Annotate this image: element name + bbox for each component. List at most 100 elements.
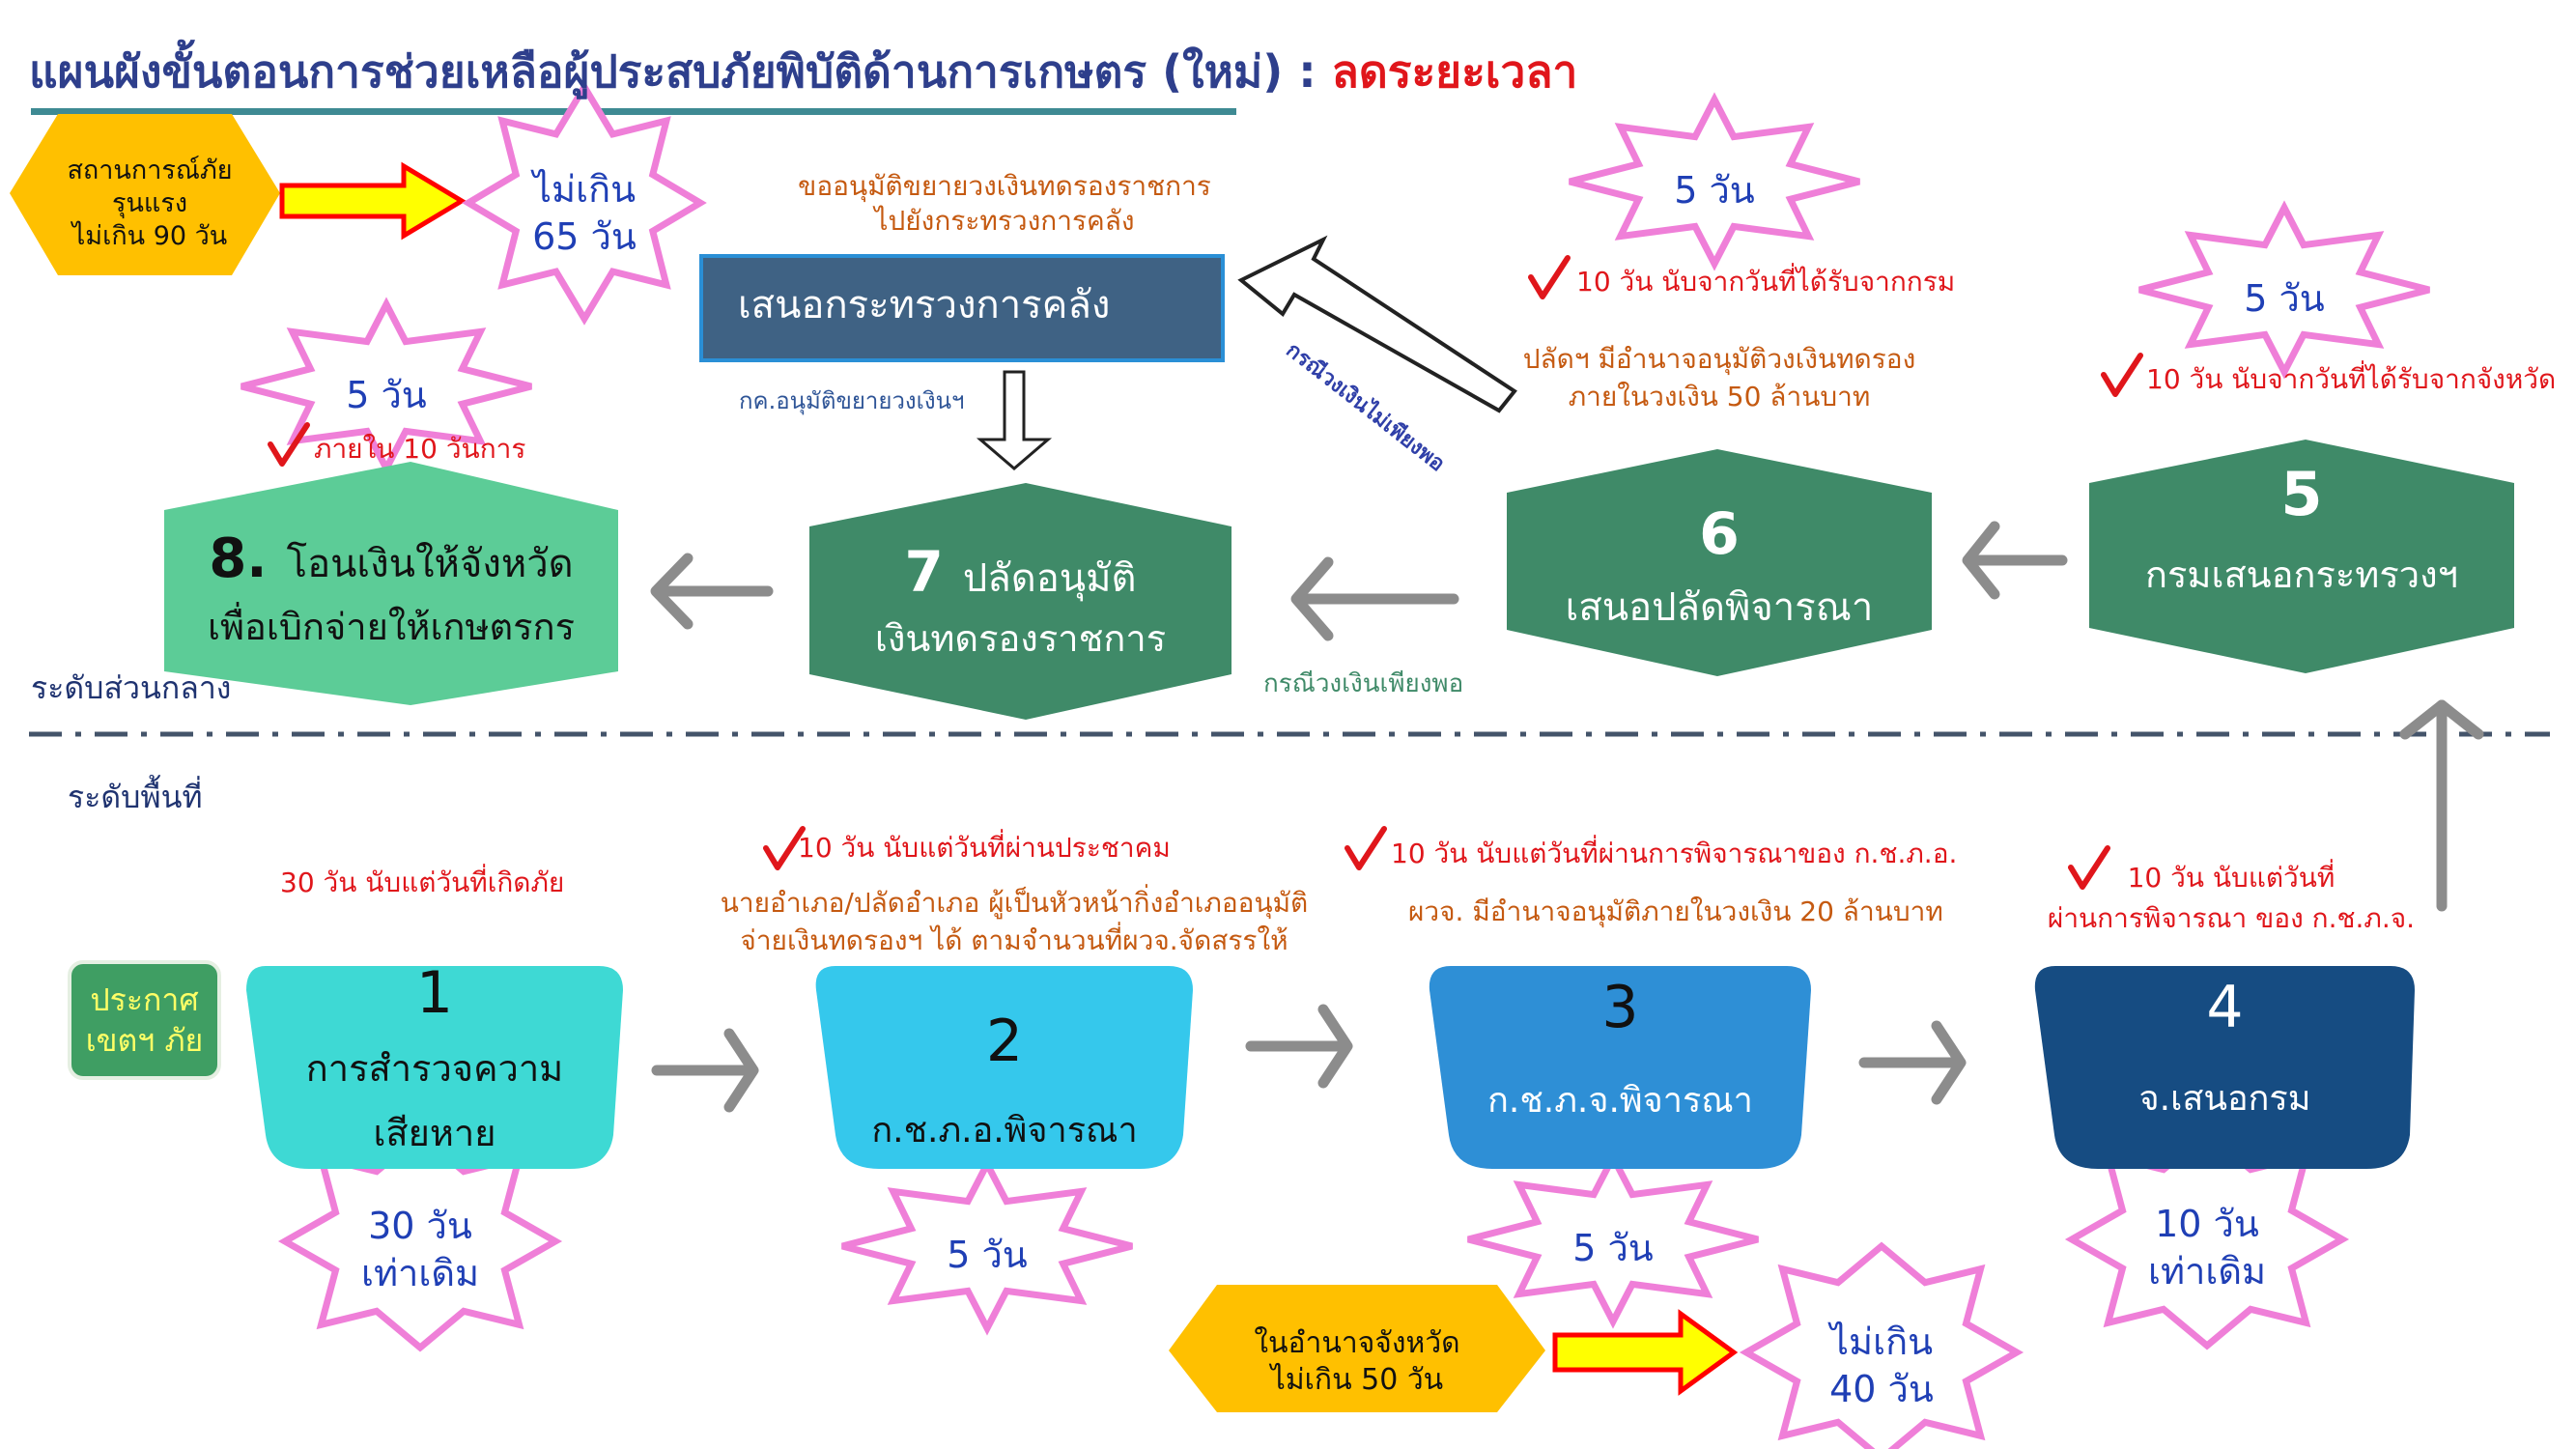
star-step1-line1: 30 วัน (368, 1205, 472, 1247)
step5-box[interactable]: 5 กรมเสนอกระทรวงฯ (2089, 459, 2514, 604)
step4-timing-line2: ผ่านการพิจารณา ของ ก.ช.ภ.จ. (2047, 902, 2416, 934)
announce-badge-line2: เขตฯ ภัย (85, 1021, 204, 1059)
check-icon (1345, 826, 1387, 870)
step6-line1: เสนอปลัดพิจารณา (1565, 585, 1874, 630)
star-step6-text: 5 วัน (1674, 169, 1755, 212)
step5-shape (2089, 440, 2514, 673)
star-step8 (241, 297, 532, 476)
star-65-line1: ไม่เกิน (532, 168, 637, 211)
step1-shape (246, 966, 623, 1169)
step3-shape (1429, 966, 1811, 1169)
arrow-step4-step5-head (2399, 699, 2484, 740)
step8-box[interactable]: 8. โอนเงินให้จังหวัด เพื่อเบิกจ่ายให้เกษต… (164, 526, 618, 656)
step8-title: 8. โอนเงินให้จังหวัด (164, 526, 618, 591)
star-step1-line2: เท่าเดิม (360, 1252, 480, 1295)
severe-badge-shape (10, 114, 280, 275)
star-step5 (2138, 200, 2430, 380)
step4-timing-note: 10 วัน นับแต่วันที่ ผ่านการพิจารณา ของ ก… (2019, 858, 2444, 939)
step8-line2: เพื่อเบิกจ่ายให้เกษตรกร (208, 606, 575, 649)
step1-number: 1 (415, 959, 454, 1027)
step3-number: 3 (1601, 974, 1639, 1041)
step8-timing-note: ภายใน 10 วันการ (314, 433, 526, 465)
star-40-days (1739, 1241, 2024, 1449)
step4-box[interactable]: 4 จ.เสนอกรม (2035, 976, 2415, 1125)
province-badge-line2: ไม่เกิน 50 วัน (1270, 1362, 1444, 1397)
announce-badge-line1: ประกาศ (90, 981, 199, 1018)
step4-timing-line1: 10 วัน นับแต่วันที่ (2127, 862, 2335, 894)
step1-box[interactable]: 1 การสำรวจความ เสียหาย (246, 961, 623, 1162)
step5-line1: กรมเสนอกระทรวงฯ (2145, 554, 2458, 597)
arrow-step5-step6-head (1962, 521, 2000, 600)
arrow-step2-step3-head (1317, 1004, 1353, 1089)
step2-shape (815, 966, 1193, 1169)
step4-number: 4 (2206, 974, 2244, 1041)
province-badge-line1: ในอำนาจจังหวัด (1254, 1326, 1460, 1360)
arrow-step1-step2-head (723, 1028, 759, 1113)
step8-number: 8. (209, 527, 268, 590)
announce-badge[interactable]: ประกาศ เขตฯ ภัย (70, 980, 219, 1061)
step8-line1: โอนเงินให้จังหวัด (286, 542, 574, 586)
step2-authority-line1: นายอำเภอ/ปลัดอำเภอ ผู้เป็นหัวหน้ากิ่งอำเ… (720, 887, 1309, 919)
severe-badge: สถานการณ์ภัย รุนแรง ไม่เกิน 90 วัน (39, 155, 261, 252)
extend-note-line1: ขออนุมัติขยายวงเงินทดรองราชการ (798, 170, 1211, 202)
finance-box-shape (699, 254, 1225, 362)
step5-timing-note: 10 วัน นับจากวันที่ได้รับจากจังหวัด (2146, 363, 2557, 395)
step6-authority-line2: ภายในวงเงิน 50 ล้านบาท (1568, 381, 1871, 413)
step3-timing-note: 10 วัน นับแต่วันที่ผ่านการพิจารณาของ ก.ช… (1391, 838, 1958, 869)
check-icon (2068, 845, 2110, 890)
finance-box-label: เสนอกระทรวงการคลัง (738, 283, 1111, 327)
province-badge: ในอำนาจจังหวัด ไม่เกิน 50 วัน (1198, 1325, 1516, 1398)
star-step4-text: 10 วัน เท่าเดิม (2110, 1201, 2304, 1296)
step2-box[interactable]: 2 ก.ช.ภ.อ.พิจารณา (816, 1009, 1193, 1157)
star-65-text: ไม่เกิน 65 วัน (488, 166, 681, 262)
severe-badge-line2: รุนแรง (111, 187, 188, 218)
star-65-days (462, 80, 707, 326)
check-icon (763, 826, 806, 870)
step6-authority-note: ปลัดฯ มีอำนาจอนุมัติวงเงินทดรอง ภายในวงเ… (1507, 340, 1932, 415)
step7-shape (809, 483, 1231, 720)
page-title-highlight: ลดระยะเวลา (1331, 45, 1578, 98)
star-step4-line1: 10 วัน (2155, 1203, 2259, 1245)
star-step2 (841, 1156, 1133, 1336)
step7-number: 7 (904, 539, 944, 605)
star-step5-text: 5 วัน (2244, 277, 2325, 320)
check-icon (268, 422, 310, 467)
arrow-step7-step8-head (650, 553, 694, 630)
star-step4-line2: เท่าเดิม (2147, 1250, 2267, 1293)
check-icon (1528, 255, 1571, 299)
step2-number: 2 (985, 1008, 1024, 1075)
star-step1-text: 30 วัน เท่าเดิม (324, 1203, 517, 1298)
step7-line2: เงินทดรองราชการ (874, 616, 1167, 660)
step2-authority-note: นายอำเภอ/ปลัดอำเภอ ผู้เป็นหัวหน้ากิ่งอำเ… (676, 884, 1352, 959)
level-central-label: ระดับส่วนกลาง (31, 669, 232, 706)
step3-box[interactable]: 3 ก.ช.ภ.จ.พิจารณา (1430, 976, 1811, 1127)
star-step3 (1467, 1150, 1759, 1329)
step6-timing-note: 10 วัน นับจากวันที่ได้รับจากกรม (1576, 266, 1956, 298)
check-icon (2101, 353, 2143, 397)
step6-number: 6 (1699, 500, 1740, 568)
star-step8-text: 5 วัน (346, 374, 427, 416)
extend-note-line2: ไปยังกระทรวงการคลัง (874, 205, 1135, 238)
star-step2-text: 5 วัน (947, 1234, 1028, 1276)
step1-line2: เสียหาย (373, 1112, 496, 1154)
severe-badge-line3: ไม่เกิน 90 วัน (71, 220, 228, 251)
arrow-step3-step4-head (1931, 1020, 1967, 1105)
step5-number: 5 (2280, 459, 2323, 529)
star-step6 (1569, 92, 1860, 271)
step4-line1: จ.เสนอกรม (2138, 1079, 2311, 1119)
step1-line1: การสำรวจความ (305, 1047, 564, 1090)
sufficient-note: กรณีวงเงินเพียงพอ (1263, 669, 1464, 698)
severe-badge-line1: สถานการณ์ภัย (67, 156, 233, 185)
step6-authority-line1: ปลัดฯ มีอำนาจอนุมัติวงเงินทดรอง (1522, 343, 1916, 375)
severe-arrow (279, 161, 467, 241)
step6-box[interactable]: 6 เสนอปลัดพิจารณา (1507, 502, 1932, 638)
step4-shape (2034, 966, 2415, 1169)
star-40-line1: ไม่เกิน (1829, 1321, 1934, 1363)
step3-authority-note: ผวจ. มีอำนาจอนุมัติภายในวงเงิน 20 ล้านบา… (1408, 895, 1943, 927)
step2-timing-note: 10 วัน นับแต่วันที่ผ่านประชาคม (798, 832, 1171, 864)
extend-note: ขออนุมัติขยายวงเงินทดรองราชการ ไปยังกระท… (773, 169, 1236, 240)
finance-box[interactable]: เสนอกระทรวงการคลัง (701, 256, 1223, 360)
level-local-label: ระดับพื้นที่ (68, 779, 203, 815)
